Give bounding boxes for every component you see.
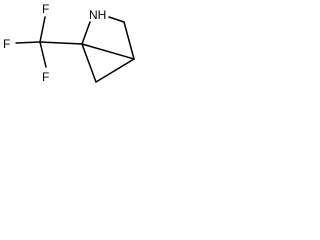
bond-bridgehead-to-lower-ch2: [81, 43, 97, 83]
bond-ch2-to-ch: [123, 21, 135, 60]
bond-cf3-to-f-left: [15, 41, 41, 44]
atom-label-f-bottom: F: [42, 70, 49, 84]
bond-cf3-to-f-top: [39, 16, 46, 43]
atom-label-nh: NH: [89, 8, 106, 22]
bond-cf3-to-bridgehead: [39, 41, 83, 45]
bond-bridgehead-to-nh: [81, 21, 91, 45]
bond-lower-ch2-to-ch: [95, 58, 135, 83]
bond-nh-to-ch2: [108, 16, 125, 23]
molecule-structure: NH F F F: [3, 2, 135, 84]
atom-label-f-top: F: [42, 2, 49, 16]
bond-cf3-to-f-bottom: [39, 41, 47, 68]
atom-label-f-left: F: [3, 37, 10, 51]
bond-bridgehead-to-ch: [81, 43, 135, 60]
